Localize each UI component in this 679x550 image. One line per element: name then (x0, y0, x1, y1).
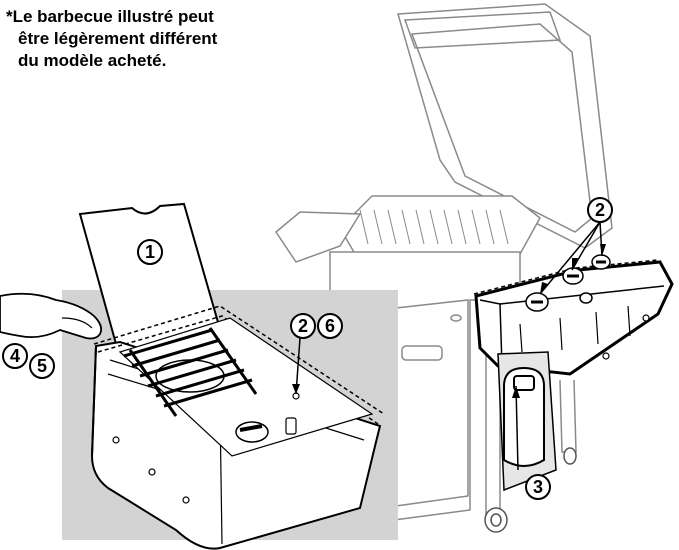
callout-knobs-inset: 2 (290, 313, 316, 339)
side-burner-dashed-edge (93, 305, 385, 415)
svg-text:4: 4 (10, 346, 20, 366)
burner-knob (525, 292, 549, 312)
svg-text:3: 3 (533, 477, 543, 497)
callout-lid: 1 (137, 239, 163, 265)
grill-lid (397, 3, 613, 249)
propane-tank (497, 351, 557, 492)
callout-knobs-main: 2 (587, 197, 613, 223)
hand-illustration (0, 292, 103, 340)
door-handle (401, 345, 443, 361)
callout-burner-inset: 6 (317, 313, 343, 339)
disclaimer-line-1: *Le barbecue illustré peut (6, 7, 214, 26)
disclaimer-line-2: être légèrement différent (18, 29, 218, 48)
disclaimer-line-3: du modèle acheté. (18, 51, 167, 70)
callout-tank: 3 (525, 474, 551, 500)
burner-knob (562, 267, 584, 285)
control-panel (473, 254, 674, 376)
svg-text:5: 5 (37, 356, 47, 376)
side-burner-inset (78, 202, 385, 550)
callout-hand-b: 5 (29, 353, 55, 379)
left-side-table (275, 211, 362, 263)
svg-text:2: 2 (298, 316, 308, 336)
cooking-grate (359, 209, 509, 245)
side-burner-ring (155, 359, 225, 393)
side-burner-knob (235, 421, 269, 443)
cart-caster (563, 447, 577, 465)
side-burner-grate (123, 327, 258, 417)
svg-text:6: 6 (325, 316, 335, 336)
side-burner-valve (285, 417, 297, 435)
lid-handle (403, 11, 562, 49)
panel-bolt (602, 352, 610, 360)
firebox (339, 195, 541, 255)
svg-text:1: 1 (145, 242, 155, 262)
disclaimer-note: *Le barbecue illustré peut être légèreme… (6, 6, 296, 72)
svg-text:2: 2 (595, 200, 605, 220)
arrow-heads (292, 244, 606, 398)
burner-knob (591, 254, 611, 270)
callout-hand-a: 4 (2, 343, 28, 369)
panel-bolt (642, 314, 650, 322)
igniter-button (579, 292, 593, 304)
main-grill (275, 3, 613, 533)
